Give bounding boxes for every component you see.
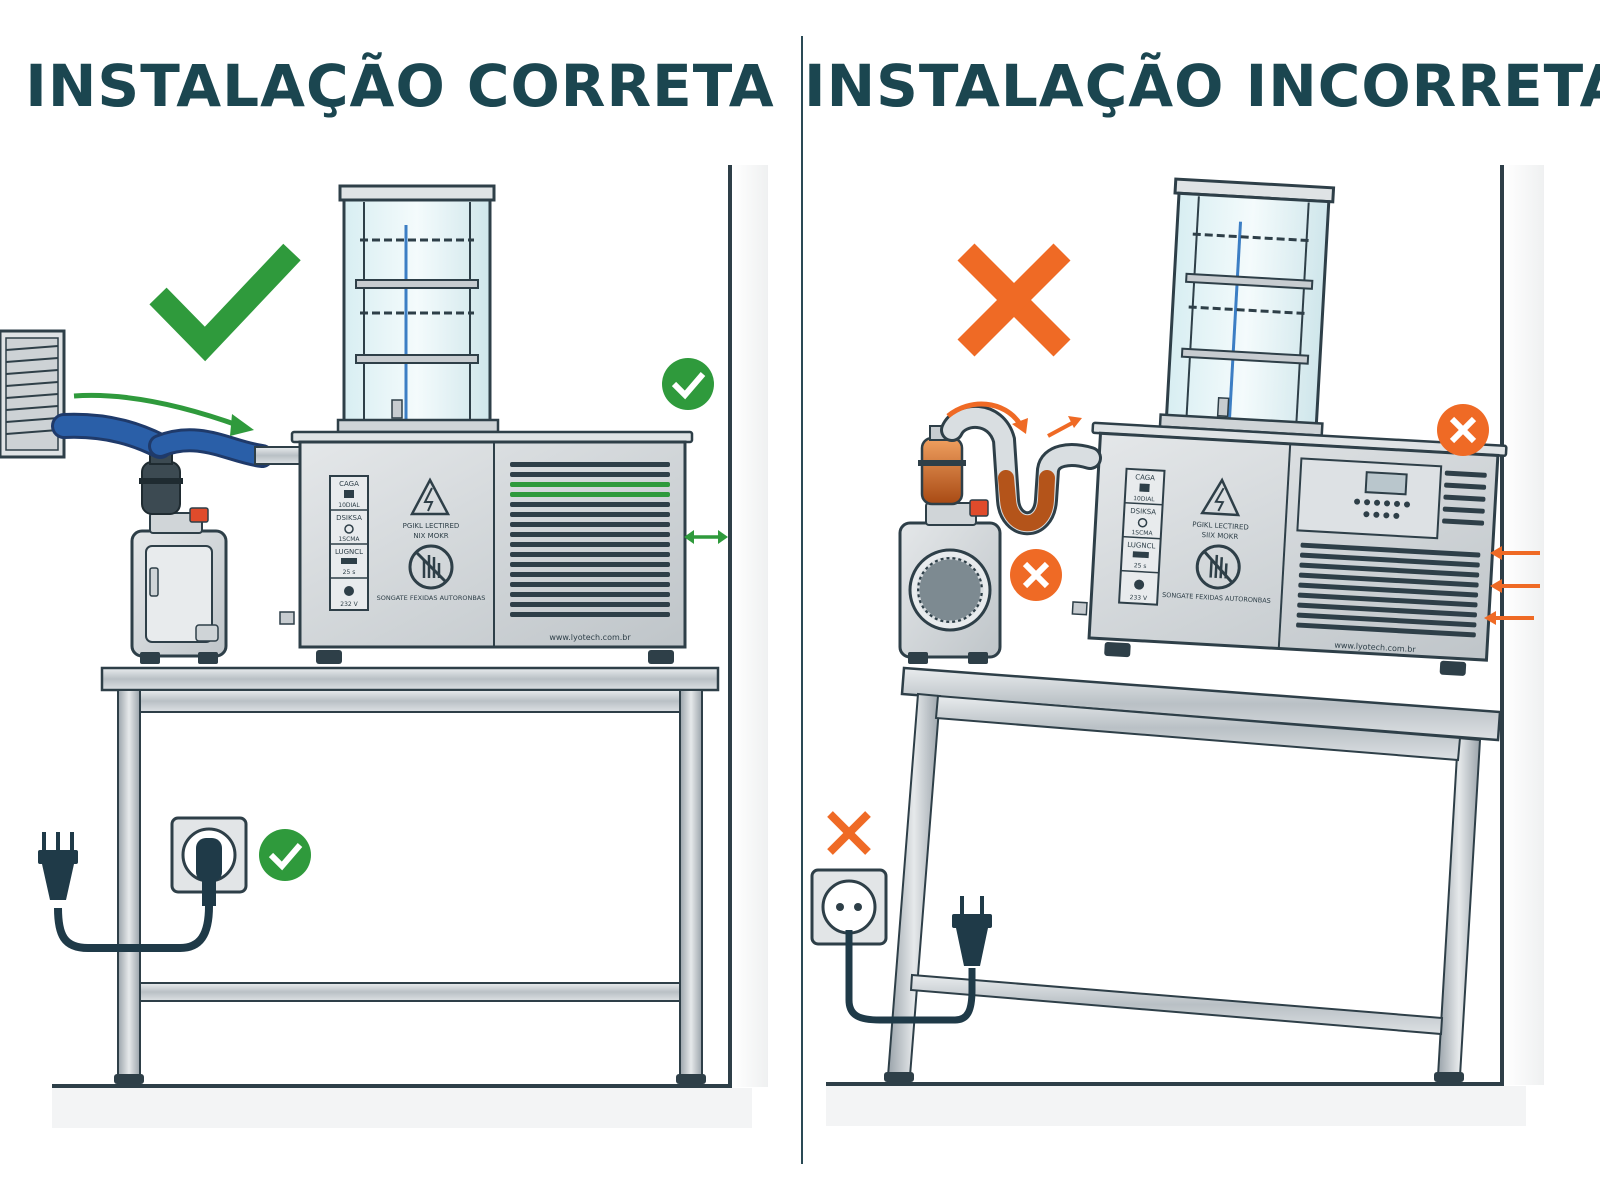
power-cable	[845, 930, 976, 1024]
digital-controller	[1296, 457, 1443, 540]
oil-contaminated-hose	[940, 405, 1102, 536]
machine-vent-grille	[510, 462, 670, 617]
freeze-dryer-machine-tilted: CAGA 10DIAL DSIKSA 1SCMA LUGNCL 25 s 233…	[1071, 177, 1508, 676]
check-badge-icon	[259, 829, 311, 881]
label-carga-sub: 10DIAL	[1133, 495, 1155, 503]
airflow-arrow	[73, 392, 241, 429]
tilted-steel-table	[884, 666, 1502, 1082]
label-descarga: DSIKSA	[336, 514, 362, 522]
cross-badge-icon	[1437, 404, 1489, 456]
vacuum-pump	[130, 445, 228, 664]
ventilation-grille	[0, 329, 66, 459]
label-ligar: LUGNCL	[335, 548, 363, 556]
right-panel: CAGA 10DIAL DSIKSA 1SCMA LUGNCL 25 s 233…	[810, 165, 1544, 1126]
electrical-warning-icon	[409, 477, 451, 516]
label-descarga: DSIKSA	[1130, 507, 1156, 516]
label-descarga-sub: 1SCMA	[1131, 529, 1153, 537]
machine-vent-grille	[1296, 470, 1487, 638]
title-correct-installation: INSTALAÇÃO CORRETA	[25, 52, 775, 120]
left-panel: CAGA 10DIAL DSIKSA 1SCMA LUGNCL 25 s 232…	[0, 165, 768, 1128]
backflow-arrow	[946, 401, 1023, 426]
check-badge-icon	[662, 358, 714, 410]
clearance-arrow-icon	[684, 530, 728, 544]
warning-text-line2: SIIX MOKR	[1201, 531, 1238, 541]
website-label: www.lyotech.com.br	[549, 633, 631, 642]
power-plug-icon	[38, 832, 78, 900]
label-voltage: 232 V	[340, 601, 358, 608]
warning-text-line1: PGIKL LECTIRED	[403, 522, 460, 530]
wall-line	[1500, 165, 1504, 1085]
power-cable	[54, 905, 213, 952]
floor-line	[826, 1082, 1504, 1086]
freeze-dryer-machine: CAGA 10DIAL DSIKSA 1SCMA LUGNCL 25 s 232…	[279, 184, 694, 664]
label-carga: CAGA	[339, 480, 359, 488]
cross-badge-icon	[1010, 549, 1062, 601]
steel-table	[100, 666, 720, 1084]
cross-icon	[827, 811, 871, 855]
blocked-airflow-arrows	[1484, 546, 1540, 625]
label-descarga-sub: 1SCMA	[338, 536, 360, 543]
panel-divider	[801, 36, 803, 1164]
warning-text-line1: PGIKL LECTIRED	[1192, 521, 1249, 532]
cross-icon	[957, 243, 1071, 357]
label-carga-sub: 10DIAL	[338, 502, 360, 509]
label-ligar-value: 25 s	[343, 569, 356, 576]
wall-line	[728, 165, 732, 1087]
check-icon	[149, 243, 301, 362]
no-touch-icon	[1195, 544, 1241, 590]
label-carga: CAGA	[1135, 473, 1155, 482]
label-voltage: 233 V	[1129, 594, 1148, 602]
warning-footer: SONGATE FEXIDAS AUTORONBAS	[377, 594, 486, 602]
label-ligar-value: 25 s	[1134, 562, 1147, 570]
wall-socket	[170, 816, 248, 906]
title-incorrect-installation: INSTALAÇÃO INCORRETA	[804, 52, 1600, 120]
no-touch-icon	[408, 544, 454, 590]
label-ligar: LUGNCL	[1127, 541, 1156, 551]
vacuum-hose	[51, 412, 302, 468]
power-plug-icon	[952, 896, 992, 966]
electrical-warning-icon	[1200, 477, 1241, 517]
vacuum-pump-tilted	[898, 425, 1002, 664]
warning-text-line2: NIX MOKR	[413, 532, 448, 540]
floor-line	[52, 1084, 732, 1088]
